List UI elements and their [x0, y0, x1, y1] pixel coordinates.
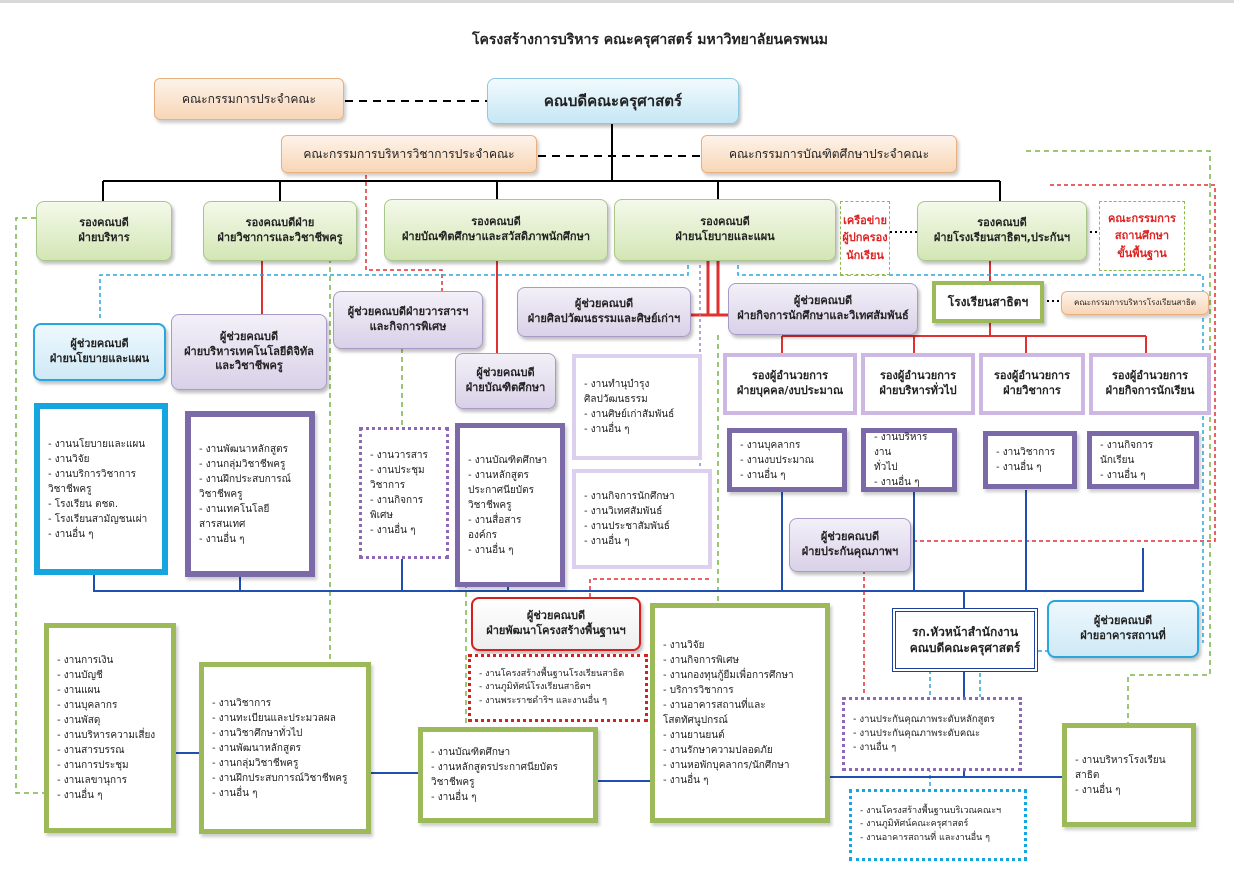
policy-task-list: - งานนโยบายและแผน - งานวิจัย - งานบริการ… [34, 403, 168, 575]
assistant-journal: ผู้ช่วยคณบดีฝ่ายวารสารฯ และกิจการพิเศษ [333, 291, 483, 349]
graduate-committee-box: คณะกรรมการบัณฑิตศึกษาประจำคณะ [701, 135, 957, 173]
assistant-qa: ผู้ช่วยคณบดี ฝ่ายประกันคุณภาพฯ [789, 518, 911, 572]
faculty-committee-box: คณะกรรมการประจำคณะ [154, 78, 344, 120]
page-title: โครงสร้างการบริหาร คณะครุศาสตร์ มหาวิทยา… [471, 32, 829, 48]
school-name-box: โรงเรียนสาธิตฯ [932, 281, 1044, 323]
research-task-list: - งานวิจัย - งานกิจการพิเศษ - งานกองทุนก… [650, 603, 830, 823]
vice-dean-admin: รองคณบดี ฝ่ายบริหาร [36, 201, 172, 261]
parent-network-note: เครือข่าย ผู้ปกครอง นักเรียน [840, 201, 890, 275]
school-academic-task-list: - งานวิชาการ - งานอื่น ๆ [983, 431, 1077, 489]
qa-task-list: - งานประกันคุณภาพระดับหลักสูตร - งานประก… [842, 697, 1022, 771]
assistant-facilities: ผู้ช่วยคณบดี ฝ่ายอาคารสถานที่ [1047, 600, 1199, 658]
school-admin-committee-box: คณะกรรมการบริหารโรงเรียนสาธิต [1061, 291, 1209, 315]
vice-dean-academic: รองคณบดีฝ่าย ฝ่ายวิชาการและวิชาชีพครู [203, 201, 357, 261]
graduate-office-task-list: - งานบัณฑิตศึกษา - งานหลักสูตรประกาศนียบ… [418, 727, 598, 823]
infrastructure-task-list: - งานโครงสร้างพื้นฐานโรงเรียนสาธิต - งาน… [468, 654, 648, 722]
assistant-policy: ผู้ช่วยคณบดี ฝ่ายนโยบายและแผน [33, 323, 166, 381]
assistant-student-affairs: ผู้ช่วยคณบดี ฝ่ายกิจการนักศึกษาและวิเทศส… [728, 283, 918, 335]
office-head-box: รก.หัวหน้าสำนักงาน คณบดีคณะครุศาสตร์ [892, 608, 1038, 672]
student-affairs-task-list: - งานกิจการนักศึกษา - งานวิเทศสัมพันธ์ -… [572, 469, 712, 569]
vice-dean-graduate: รองคณบดี ฝ่ายบัณฑิตศึกษาและสวัสดิภาพนักศ… [384, 199, 608, 261]
facilities-task-list: - งานโครงสร้างพื้นฐานบริเวณคณะฯ - งานภูม… [849, 789, 1027, 861]
admin-task-list: - งานการเงิน - งานบัญชี - งานแผน - งานบุ… [44, 623, 176, 833]
vice-dean-policy: รองคณบดี ฝ่ายนโยบายและแผน [614, 199, 836, 261]
general-task-list: - งานบริหารงาน ทั่วไป - งานอื่น ๆ [861, 428, 957, 492]
dean-box: คณบดีคณะครุศาสตร์ [487, 78, 739, 124]
culture-task-list: - งานทำนุบำรุง ศิลปวัฒนธรรม - งานศิษย์เก… [572, 354, 702, 460]
academic-task-list: - งานวิชาการ - งานทะเบียนและประมวลผล - ง… [199, 662, 371, 834]
school-admin-task-list: - งานบริหารโรงเรียน สาธิต - งานอื่น ๆ [1062, 723, 1196, 827]
deputy-general: รองผู้อำนวยการ ฝ่ายบริหารทั่วไป [861, 353, 975, 415]
vice-dean-school: รองคณบดี ฝ่ายโรงเรียนสาธิตฯ,ประกันฯ [917, 201, 1087, 261]
deputy-academic: รองผู้อำนวยการ ฝ่ายวิชาการ [979, 353, 1085, 415]
deputy-student: รองผู้อำนวยการ ฝ่ายกิจการนักเรียน [1089, 353, 1211, 415]
digital-task-list: - งานพัฒนาหลักสูตร - งานกลุ่มวิชาชีพครู … [185, 411, 315, 577]
assistant-infrastructure: ผู้ช่วยคณบดี ฝ่ายพัฒนาโครงสร้างพื้นฐานฯ [471, 597, 641, 651]
deputy-personnel: รองผู้อำนวยการ ฝ่ายบุคคล/งบประมาณ [723, 353, 857, 415]
journal-task-list: - งานวารสาร - งานประชุม วิชาการ - งานกิจ… [359, 427, 449, 559]
basic-ed-committee-note: คณะกรรมการ สถานศึกษา ขั้นพื้นฐาน [1099, 201, 1185, 271]
personnel-task-list: - งานบุคลากร - งานงบประมาณ - งานอื่น ๆ [727, 428, 847, 492]
assistant-culture: ผู้ช่วยคณบดี ฝ่ายศิลปวัฒนธรรมและศิษย์เก่… [517, 287, 691, 337]
school-student-task-list: - งานกิจการนักเรียน - งานอื่น ๆ [1087, 431, 1199, 489]
assistant-graduate: ผู้ช่วยคณบดี ฝ่ายบัณฑิตศึกษา [455, 353, 556, 409]
assistant-digital: ผู้ช่วยคณบดี ฝ่ายบริหารเทคโนโลยีดิจิทัล … [171, 314, 327, 390]
graduate-task-list: - งานบัณฑิตศึกษา - งานหลักสูตร ประกาศนีย… [455, 423, 565, 587]
academic-committee-box: คณะกรรมการบริหารวิชาการประจำคณะ [281, 135, 537, 173]
